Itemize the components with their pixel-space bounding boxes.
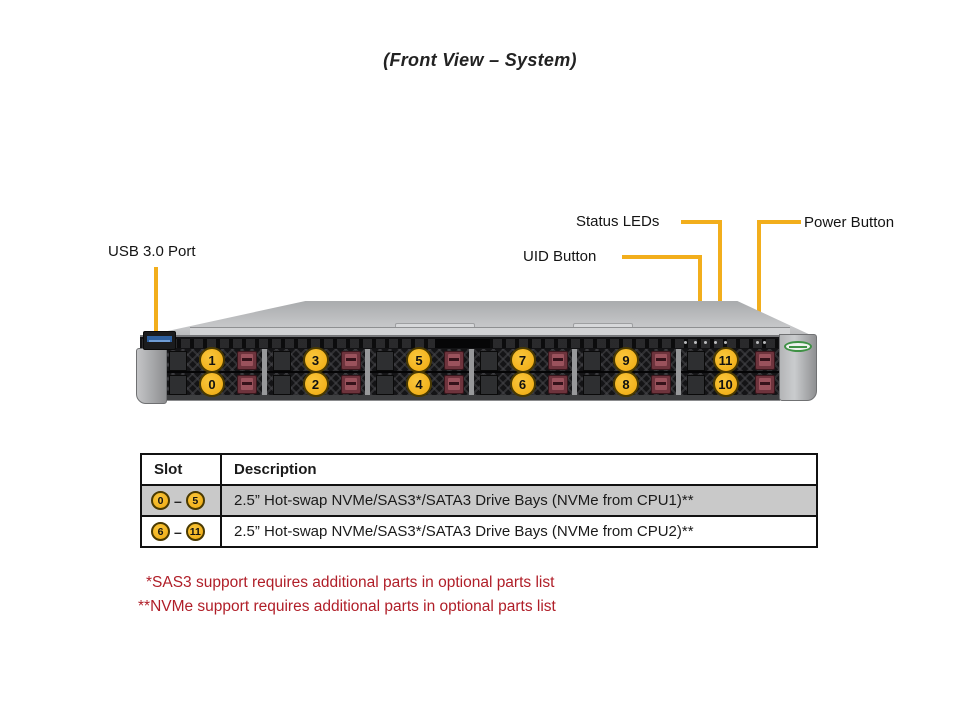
- tray-handle-icon: [686, 375, 705, 395]
- tray-handle-icon: [479, 375, 498, 395]
- callout-line-uid-horizontal: [622, 255, 702, 259]
- drive-bay-column: 9 8: [577, 347, 676, 397]
- tray-handle-icon: [376, 375, 394, 395]
- callout-line-status-horizontal: [681, 220, 722, 224]
- bay-number-badge: 7: [509, 347, 536, 373]
- bay-number-badge: 6: [509, 371, 536, 397]
- slot-range-cell: 6 – 11: [142, 517, 222, 546]
- callout-line-usb: [154, 267, 158, 337]
- tray-handle-icon: [376, 351, 394, 371]
- bay-number-badge: 11: [712, 347, 739, 373]
- bay-number-badge: 3: [302, 347, 329, 373]
- bay-number-badge: 10: [712, 371, 739, 397]
- callout-label-status-leds: Status LEDs: [576, 213, 660, 230]
- chassis-bottom-edge: [140, 395, 780, 401]
- callout-line-uid-vertical: [698, 255, 702, 340]
- power-led-icon: [763, 341, 766, 344]
- tray-handle-icon: [169, 375, 187, 395]
- status-led-icon: [724, 341, 727, 344]
- table-row: 6 – 11 2.5” Hot-swap NVMe/SAS3*/SATA3 Dr…: [142, 515, 816, 546]
- slot-badge: 6: [151, 522, 170, 541]
- callout-line-status-vertical: [718, 220, 722, 340]
- status-leds-icon: [684, 341, 687, 344]
- slot-range-dash: –: [174, 523, 182, 540]
- bay-number-badge: 9: [613, 347, 639, 373]
- row-description: 2.5” Hot-swap NVMe/SAS3*/SATA3 Drive Bay…: [234, 523, 694, 540]
- callout-label-uid-button: UID Button: [523, 248, 597, 265]
- status-led-icon: [704, 341, 707, 344]
- drive-latch-icon: [547, 375, 568, 394]
- tray-handle-icon: [272, 375, 291, 395]
- slot-description-table: Slot Description 0 – 5 2.5” Hot-swap NVM…: [140, 453, 818, 548]
- bay-number-badge: 5: [406, 347, 432, 373]
- tray-handle-icon: [583, 351, 601, 371]
- tray-handle-icon: [169, 351, 187, 371]
- tray-handle-icon: [583, 375, 601, 395]
- drive-latch-icon: [547, 351, 568, 370]
- status-led-icon: [694, 341, 697, 344]
- slot-badge: 11: [185, 522, 205, 541]
- slot-badge: 5: [185, 491, 205, 510]
- bay-number-badge: 4: [406, 371, 432, 397]
- tray-handle-icon: [272, 351, 291, 371]
- front-vent-block: [435, 339, 490, 348]
- left-mounting-ear: [136, 348, 167, 404]
- bay-number-badge: 8: [613, 371, 639, 397]
- usb-port-icon: [143, 331, 176, 350]
- callout-label-usb-port: USB 3.0 Port: [108, 243, 196, 260]
- page-title: (Front View – System): [383, 50, 577, 70]
- slot-range-cell: 0 – 5: [142, 486, 222, 515]
- drive-latch-icon: [340, 375, 361, 394]
- callout-line-power-vertical: [757, 220, 761, 340]
- drive-latch-icon: [444, 375, 464, 394]
- drive-bay-column: 7 6: [473, 347, 572, 397]
- table-header-description: Description: [234, 461, 317, 478]
- bay-number-badge: 0: [199, 371, 225, 397]
- drive-latch-icon: [444, 351, 464, 370]
- drive-bay-column: 3 2: [266, 347, 365, 397]
- drive-latch-icon: [754, 375, 775, 394]
- tray-handle-icon: [479, 351, 498, 371]
- drive-latch-icon: [651, 375, 671, 394]
- callout-line-power-horizontal: [757, 220, 801, 224]
- callout-label-power-button: Power Button: [804, 214, 895, 231]
- drive-latch-icon: [340, 351, 361, 370]
- footnote-sas3: *SAS3 support requires additional parts …: [146, 574, 555, 591]
- drive-bay-column: 1 0: [163, 347, 262, 397]
- brand-label-icon: [784, 341, 812, 352]
- drive-bay-column: 5 4: [370, 347, 469, 397]
- row-description: 2.5” Hot-swap NVMe/SAS3*/SATA3 Drive Bay…: [234, 492, 694, 509]
- slot-range-dash: –: [174, 492, 182, 509]
- uid-button-icon: [714, 341, 717, 344]
- drive-latch-icon: [237, 351, 257, 370]
- table-header-slot: Slot: [142, 455, 222, 484]
- table-row: 0 – 5 2.5” Hot-swap NVMe/SAS3*/SATA3 Dri…: [142, 484, 816, 515]
- bay-number-badge: 2: [302, 371, 329, 397]
- drive-latch-icon: [237, 375, 257, 394]
- chassis-front-edge: [140, 335, 815, 338]
- drive-latch-icon: [754, 351, 775, 370]
- bay-number-badge: 1: [199, 347, 225, 373]
- drive-latch-icon: [651, 351, 671, 370]
- slot-badge: 0: [151, 491, 170, 510]
- power-button-icon: [756, 341, 759, 344]
- drive-bay-column: 11 10: [680, 347, 779, 397]
- footnote-nvme: **NVMe support requires additional parts…: [138, 598, 556, 615]
- tray-handle-icon: [686, 351, 705, 371]
- table-header-row: Slot Description: [142, 455, 816, 484]
- drive-bay-array: 1 0 3 2 5 4 7 6: [163, 347, 779, 397]
